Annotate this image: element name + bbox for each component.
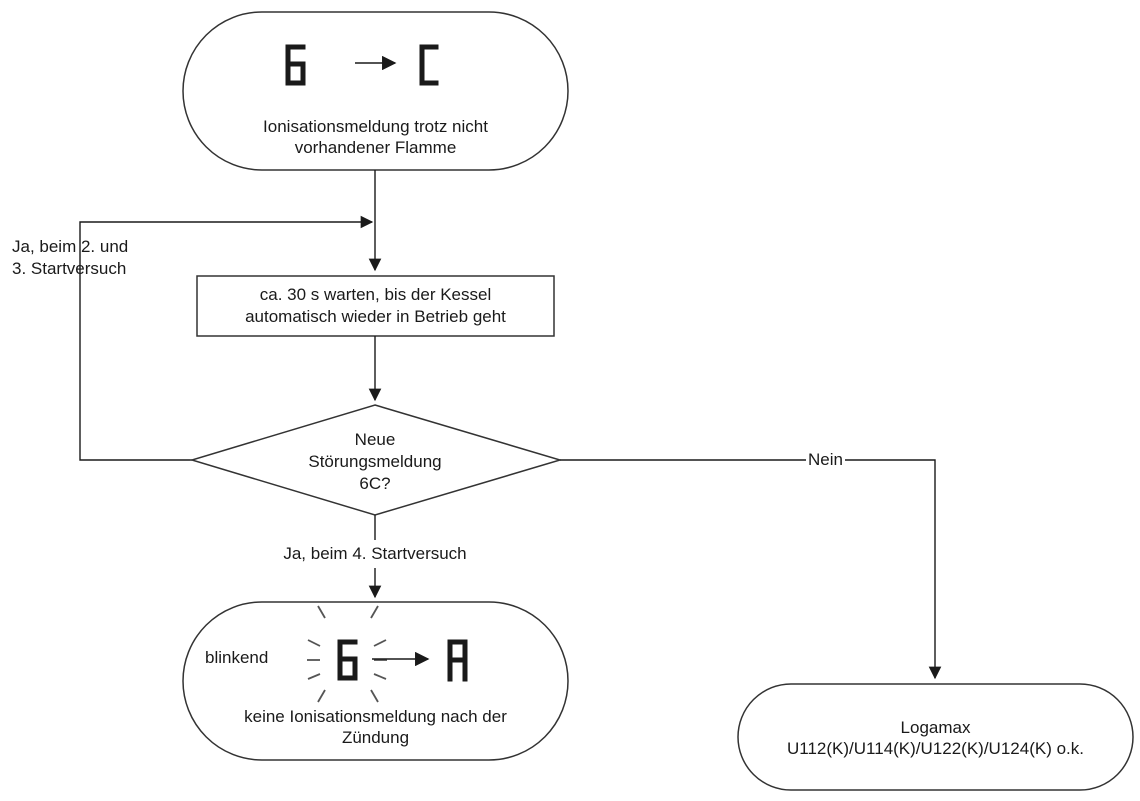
start-display-6-glyph: [285, 44, 306, 86]
wait-process-box: [196, 275, 555, 337]
ok-text-line2: U112(K)/U114(K)/U122(K)/U124(K) o.k.: [787, 739, 1084, 758]
start-display-c-glyph: [419, 44, 439, 86]
ok-terminator: [737, 683, 1134, 791]
loop-label-line1: Ja, beim 2. und: [12, 237, 129, 256]
loop-label-line2: 3. Startversuch: [12, 259, 127, 278]
start-text-line2: vorhandener Flamme: [294, 138, 457, 157]
decision-text-line1: Neue: [354, 430, 396, 449]
yes-fourth-label: Ja, beim 4. Startversuch: [283, 544, 467, 563]
fault-terminator: [182, 601, 569, 761]
no-branch-label: Nein: [806, 449, 845, 471]
blink-rays-icon: [307, 605, 387, 703]
decision-text-line2: Störungsmeldung: [308, 452, 442, 471]
decision-text-line3: 6C?: [359, 474, 391, 493]
fault-text-line1: keine Ionisationsmeldung nach der: [244, 707, 507, 726]
connector-no-branch: [560, 459, 942, 680]
start-text-line1: Ionisationsmeldung trotz nicht: [263, 117, 488, 136]
fault-display-a-glyph: [447, 639, 468, 682]
ok-text-line1: Logamax: [900, 718, 971, 737]
fault-text-line2: Zündung: [341, 728, 410, 747]
connector-loop-back: [79, 215, 374, 461]
fault-display-6-glyph: [337, 639, 358, 681]
blinking-label: blinkend: [205, 648, 269, 667]
wait-text-line2: automatisch wieder in Betrieb geht: [245, 307, 506, 326]
wait-text-line1: ca. 30 s warten, bis der Kessel: [259, 285, 492, 304]
